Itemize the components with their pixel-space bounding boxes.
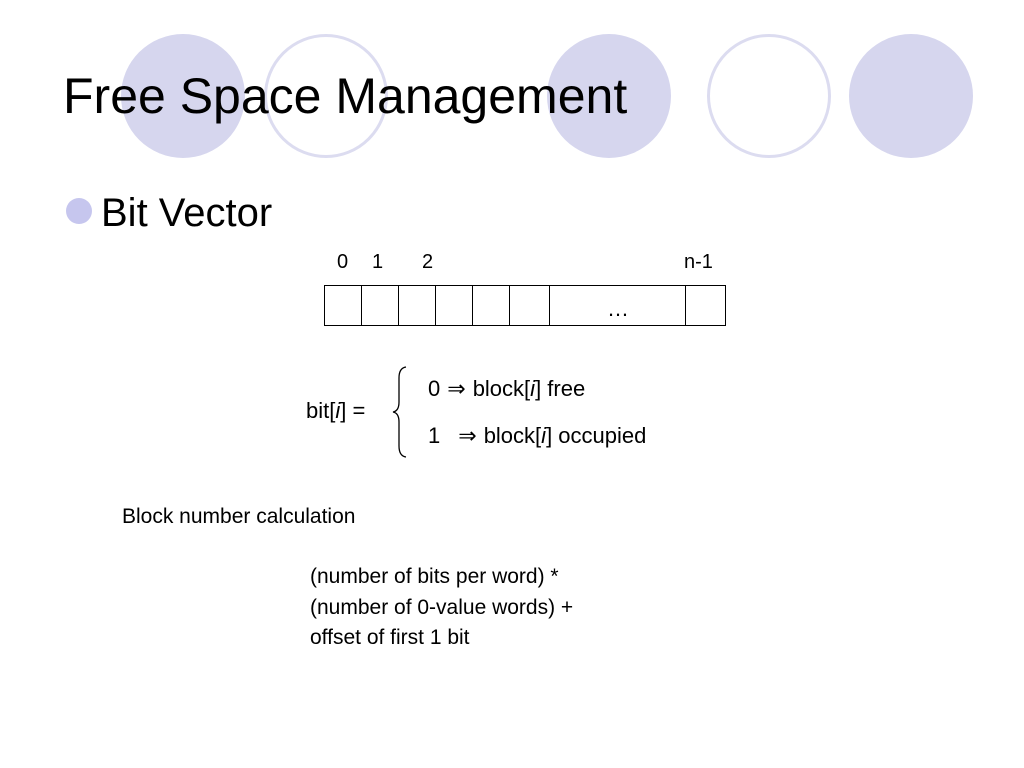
bit-index-2: 2 xyxy=(422,251,434,273)
case-occupied: 1⇒block[i] occupied xyxy=(428,423,647,448)
implies-arrow-icon: ⇒ xyxy=(447,376,466,401)
formula-line: (number of 0-value words) + xyxy=(310,596,574,619)
bit-cell-ellipsis xyxy=(550,286,686,325)
case-free: 0⇒block[i] free xyxy=(428,376,586,401)
bit-index-0: 0 xyxy=(337,251,349,273)
bit-cell-last xyxy=(686,286,725,325)
bit-vector-ellipsis: … xyxy=(607,296,629,321)
bit-cell xyxy=(473,286,510,325)
decorative-circle-3 xyxy=(849,34,973,158)
decorative-circle-2 xyxy=(547,34,671,158)
bit-cell xyxy=(510,286,550,325)
implies-arrow-icon: ⇒ xyxy=(458,423,477,448)
slide-title: Free Space Management xyxy=(63,68,628,124)
bullet-bit-vector: Bit Vector xyxy=(101,191,273,235)
formula-line: offset of first 1 bit xyxy=(310,626,470,649)
decorative-ring-2 xyxy=(707,34,831,158)
bit-vector-diagram: … xyxy=(324,285,726,326)
bit-index-last: n-1 xyxy=(684,251,713,273)
curly-brace-icon xyxy=(392,366,407,458)
bit-cell xyxy=(436,286,473,325)
bit-cell xyxy=(325,286,362,325)
decorative-ring-1 xyxy=(264,34,388,158)
bit-definition-lhs: bit[i] = xyxy=(306,398,366,423)
decorative-circle-1 xyxy=(121,34,245,158)
bullet-dot-icon xyxy=(66,198,92,224)
calculation-label: Block number calculation xyxy=(122,505,356,528)
bit-cell xyxy=(362,286,399,325)
formula-line: (number of bits per word) * xyxy=(310,565,559,588)
bit-index-1: 1 xyxy=(372,251,384,273)
bit-cell xyxy=(399,286,436,325)
